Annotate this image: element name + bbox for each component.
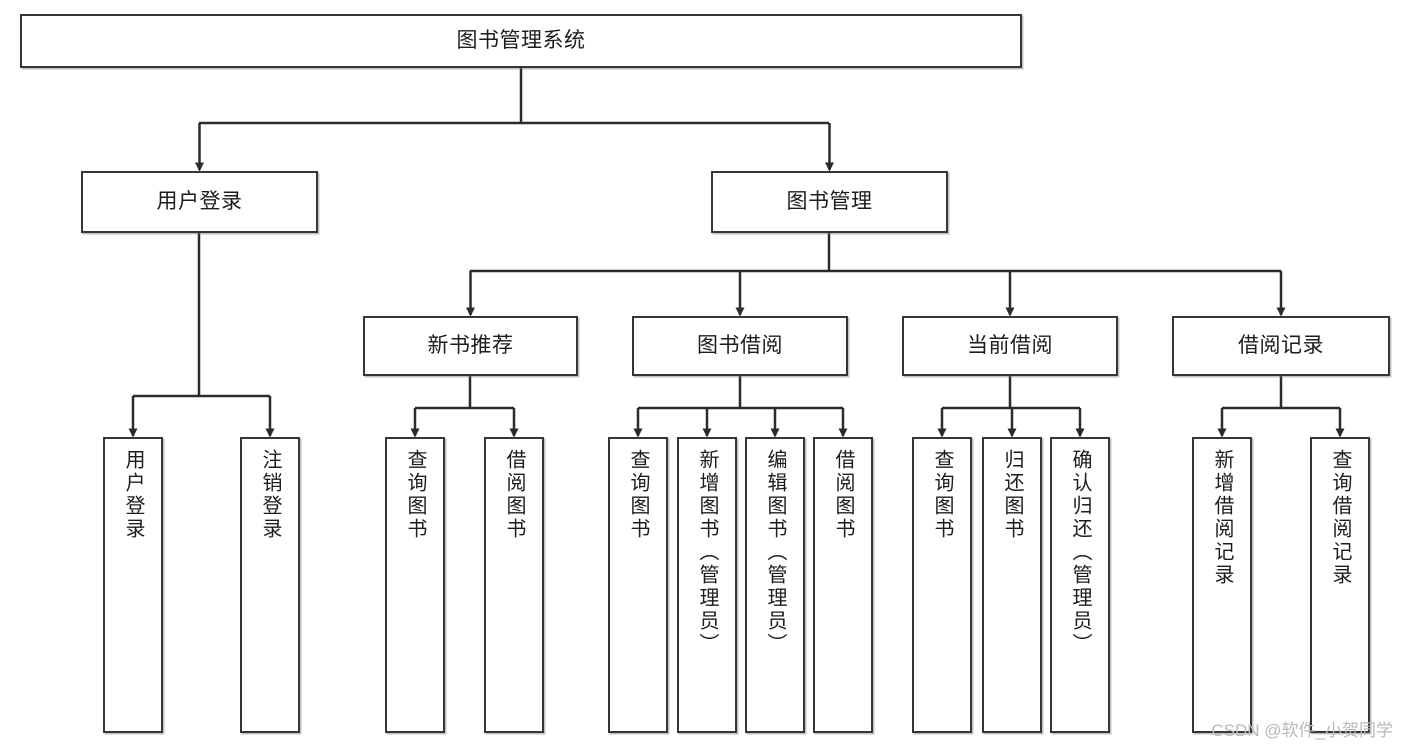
node-label: 当前借阅 — [967, 333, 1053, 357]
branch-node[interactable]: 图书管理 — [711, 171, 948, 233]
branch-node[interactable]: 用户登录 — [81, 171, 318, 233]
leaf-node[interactable]: 查询借阅记录 — [1310, 437, 1370, 733]
node-label: 借阅图书 — [832, 449, 854, 541]
node-label: 查询图书 — [627, 449, 649, 541]
node-label: 新增图书（管理员） — [696, 449, 718, 656]
leaf-node[interactable]: 编辑图书（管理员） — [745, 437, 805, 733]
node-label: 新增借阅记录 — [1211, 449, 1233, 587]
branch-node[interactable]: 借阅记录 — [1172, 316, 1390, 376]
node-label: 图书管理系统 — [456, 28, 586, 52]
tree-edges — [128, 68, 1345, 438]
leaf-node[interactable]: 确认归还（管理员） — [1050, 437, 1110, 733]
node-label: 查询借阅记录 — [1329, 449, 1351, 587]
leaf-node[interactable]: 借阅图书 — [813, 437, 873, 733]
leaf-node[interactable]: 借阅图书 — [484, 437, 544, 733]
root-node[interactable]: 图书管理系统 — [20, 14, 1022, 68]
node-label: 图书借阅 — [697, 333, 783, 357]
node-label: 借阅图书 — [503, 449, 525, 541]
leaf-node[interactable]: 新增借阅记录 — [1192, 437, 1252, 733]
node-label: 用户登录 — [156, 189, 243, 213]
node-label: 图书管理 — [786, 189, 873, 213]
branch-node[interactable]: 当前借阅 — [902, 316, 1118, 376]
leaf-node[interactable]: 注销登录 — [240, 437, 300, 733]
node-label: 归还图书 — [1001, 449, 1023, 541]
leaf-node[interactable]: 新增图书（管理员） — [677, 437, 737, 733]
node-label: 查询图书 — [931, 449, 953, 541]
leaf-node[interactable]: 归还图书 — [982, 437, 1042, 733]
node-label: 借阅记录 — [1238, 333, 1324, 357]
node-label: 查询图书 — [404, 449, 426, 541]
leaf-node[interactable]: 用户登录 — [103, 437, 163, 733]
branch-node[interactable]: 图书借阅 — [632, 316, 848, 376]
node-label: 用户登录 — [122, 449, 144, 541]
watermark-text: CSDN @软件_小贺同学 — [1211, 721, 1393, 740]
branch-node[interactable]: 新书推荐 — [363, 316, 578, 376]
leaf-node[interactable]: 查询图书 — [385, 437, 445, 733]
node-label: 新书推荐 — [427, 333, 514, 357]
leaf-node[interactable]: 查询图书 — [912, 437, 972, 733]
node-label: 注销登录 — [259, 449, 281, 541]
leaf-node[interactable]: 查询图书 — [608, 437, 668, 733]
node-label: 确认归还（管理员） — [1069, 449, 1091, 656]
node-label: 编辑图书（管理员） — [764, 449, 786, 656]
